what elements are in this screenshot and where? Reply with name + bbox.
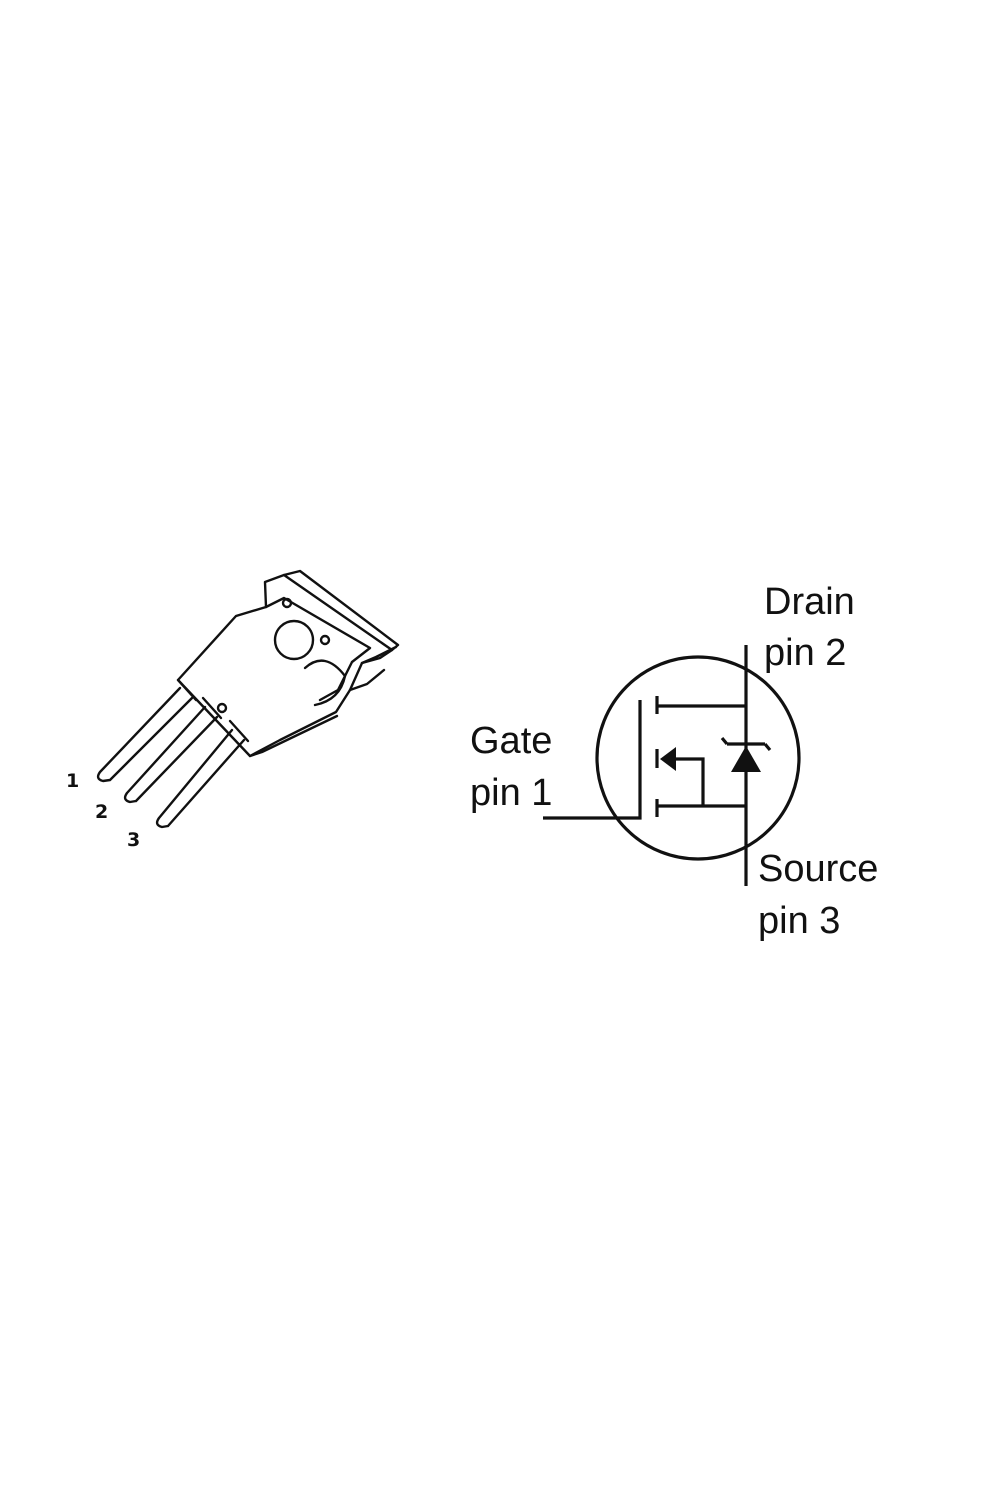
mounting-hole-rim <box>303 659 347 707</box>
package-dot <box>216 702 228 714</box>
drain-label: Drain <box>764 581 855 623</box>
body-arrow <box>660 747 676 771</box>
gate-lead <box>543 700 642 820</box>
gate-label: Gate <box>470 720 553 762</box>
package-leads <box>96 678 250 829</box>
gate-pin-label: pin 1 <box>470 772 553 814</box>
pin-number-1: 1 <box>66 770 79 792</box>
package-body <box>176 573 394 758</box>
package-dot <box>281 597 293 609</box>
symbol-circle <box>595 655 801 861</box>
mounting-hole <box>273 619 315 661</box>
body-connection <box>664 757 705 806</box>
source-pin-label: pin 3 <box>758 900 841 942</box>
pin-number-2: 2 <box>95 801 108 823</box>
source-label: Source <box>758 848 879 890</box>
transistor-package <box>96 569 400 829</box>
drain-pin-label: pin 2 <box>764 632 847 674</box>
package-side <box>248 569 400 758</box>
pin-number-3: 3 <box>127 829 140 851</box>
body-diode-icon <box>731 746 761 772</box>
body-diode-cathode <box>720 736 772 752</box>
package-dot <box>319 634 331 646</box>
